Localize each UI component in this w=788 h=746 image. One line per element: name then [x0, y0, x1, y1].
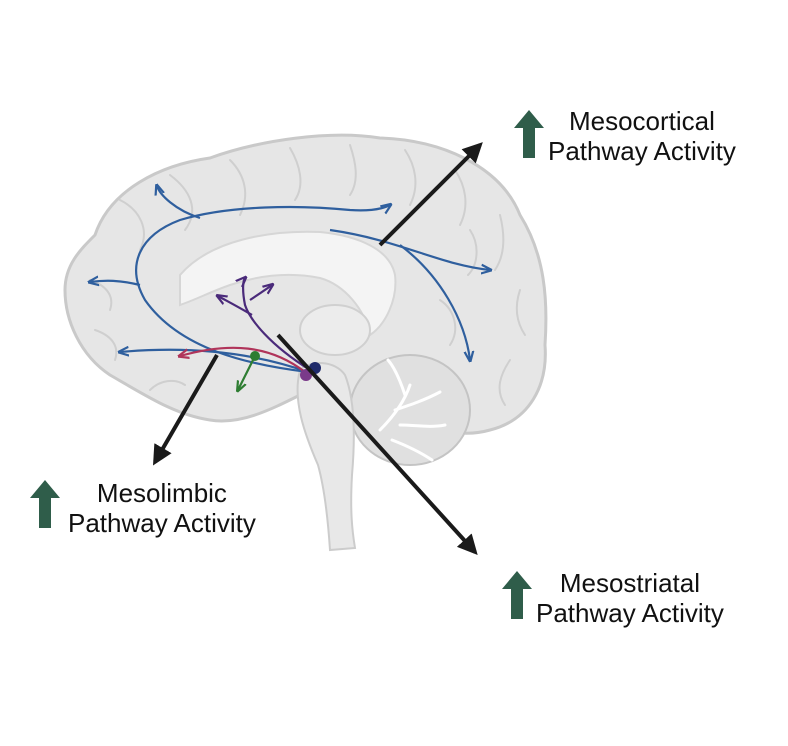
mesostriatal-label-line1: Mesostriatal	[559, 568, 700, 598]
mesocortical-pathway	[90, 186, 490, 374]
arbor-vitae	[378, 358, 447, 462]
mesostriatal-callout-arrow	[276, 333, 478, 555]
mesocortical-callout-arrow	[378, 142, 483, 247]
mesostriatal-pathway	[218, 278, 311, 371]
green-projection	[238, 351, 260, 390]
mesostriatal-label-line2: Pathway Activity	[536, 598, 724, 628]
mesolimbic-increase-icon	[30, 480, 60, 528]
mesolimbic-label-line1: Mesolimbic	[96, 478, 227, 508]
mesolimbic-pathway	[180, 346, 306, 373]
mesostriatal-increase-icon	[502, 571, 532, 619]
corpus-callosum	[179, 230, 397, 337]
mesostriatal-label: Mesostriatal Pathway Activity	[536, 568, 724, 628]
mesocortical-increase-icon	[514, 110, 544, 158]
mesocortical-label: Mesocortical Pathway Activity	[548, 106, 736, 166]
thalamus	[299, 304, 371, 356]
brainstem	[296, 362, 357, 552]
mesolimbic-label: Mesolimbic Pathway Activity	[68, 478, 256, 538]
mesolimbic-callout-arrow	[152, 353, 219, 466]
mesolimbic-label-line2: Pathway Activity	[68, 508, 256, 538]
mesocortical-label-line1: Mesocortical	[568, 106, 715, 136]
mesocortical-label-line2: Pathway Activity	[548, 136, 736, 166]
